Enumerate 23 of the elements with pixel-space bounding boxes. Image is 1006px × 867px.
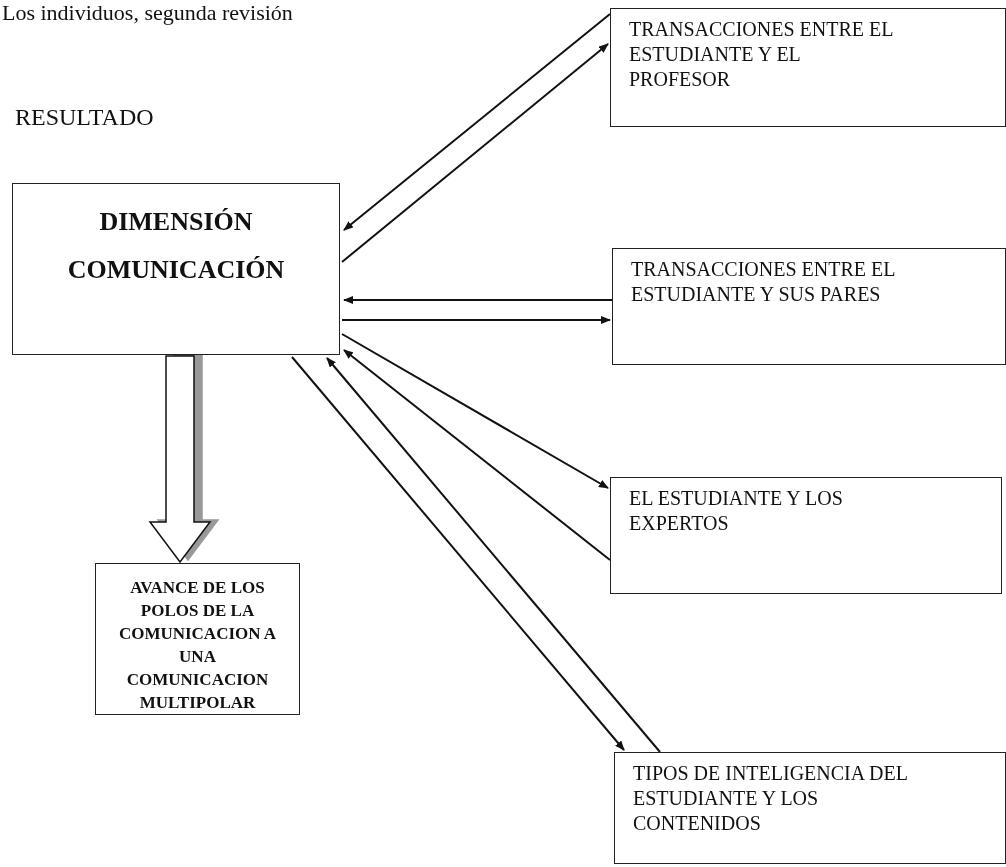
box-text: EL ESTUDIANTE Y LOS EXPERTOS <box>629 486 844 536</box>
text-box <box>612 248 1006 365</box>
arrow <box>341 43 609 263</box>
box-text: DIMENSIÓN COMUNICACIÓN <box>66 206 286 286</box>
arrow <box>343 349 611 561</box>
arrow <box>291 356 625 751</box>
arrow <box>341 333 609 489</box>
box-text: TRANSACCIONES ENTRE EL ESTUDIANTE Y EL PROFESOR <box>629 17 894 92</box>
text-box <box>12 183 340 355</box>
text-box <box>614 752 1006 864</box>
arrow <box>343 13 611 231</box>
box-text: TIPOS DE INTELIGENCIA DEL ESTUDIANTE Y LOS CONTENIDOS <box>633 761 909 836</box>
box-text: TRANSACCIONES ENTRE EL ESTUDIANTE Y SUS PARES <box>631 257 896 307</box>
text-box <box>610 8 1006 127</box>
block-arrow <box>148 355 212 564</box>
text-box <box>610 477 1002 594</box>
arrow <box>326 357 661 753</box>
box-text: AVANCE DE LOS POLOS DE LA COMUNICACION A UNA COMUNICACION MULTIPOLAR <box>117 577 278 714</box>
arrow <box>341 316 611 324</box>
section-label: RESULTADO <box>15 104 154 131</box>
text-box <box>95 563 300 715</box>
arrow <box>343 296 613 304</box>
heading-text: Los individuos, segunda revisión <box>2 0 293 26</box>
